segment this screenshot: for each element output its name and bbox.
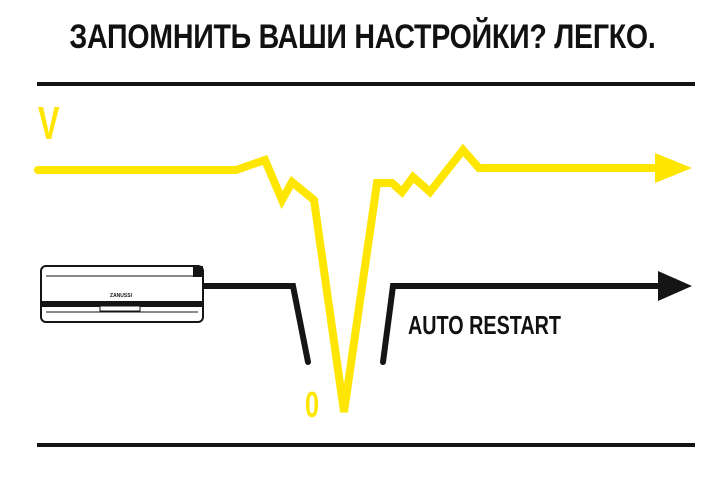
headline: ЗАПОМНИТЬ ВАШИ НАСТРОЙКИ? ЛЕГКО. [69,18,656,56]
state-arrowhead [658,271,692,301]
voltage-label: V [38,97,60,149]
air-conditioner-icon: ZANUSSI [40,265,204,323]
ac-brand-logo: ZANUSSI [110,293,133,299]
voltage-line [34,143,661,413]
bottom-divider [37,443,695,447]
voltage-arrowhead [655,153,692,183]
state-line-before [200,283,311,365]
zero-label: 0 [305,384,320,425]
auto-restart-label: AUTO RESTART [408,310,561,340]
top-divider [37,82,695,86]
state-line-after [380,283,663,365]
